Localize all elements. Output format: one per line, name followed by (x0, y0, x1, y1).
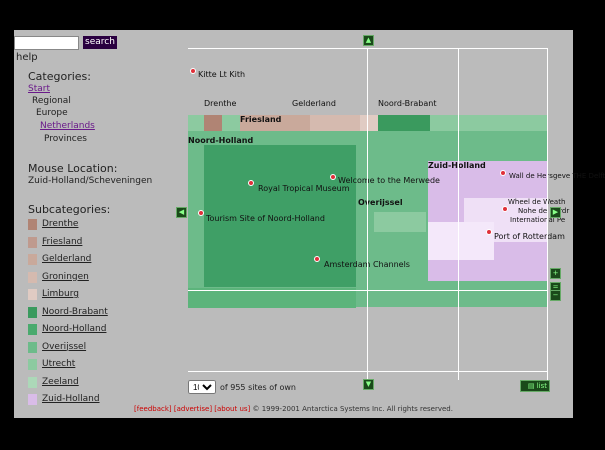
province-drenthe[interactable] (204, 115, 222, 133)
site-marker[interactable] (198, 210, 204, 216)
site-marker[interactable] (314, 256, 320, 262)
zoom-in-icon[interactable]: + (550, 268, 561, 279)
label-noord-brabant: Noord-Brabant (378, 99, 437, 108)
subcategory-link[interactable]: Gelderland (42, 254, 92, 264)
footer-link-advertise[interactable]: [advertise] (173, 405, 213, 413)
category-regional: Regional (32, 96, 71, 106)
subcategory-link[interactable]: Zeeland (42, 376, 79, 387)
help-link[interactable]: help (16, 52, 38, 63)
site-label[interactable]: Amsterdam Channels (324, 260, 410, 269)
site-label[interactable]: Royal Tropical Museum (258, 184, 350, 193)
subcategory-swatch (28, 376, 37, 388)
grid-horizontal (188, 48, 548, 49)
subcategory-swatch (28, 394, 37, 405)
label-drenthe: Drenthe (204, 99, 237, 108)
site-marker[interactable] (330, 174, 336, 180)
subcategory-link[interactable]: Limburg (42, 289, 79, 299)
zuid-holland-subarea-2[interactable] (428, 222, 494, 260)
site-label[interactable]: Port of Rotterdam (494, 232, 565, 241)
site-marker[interactable] (248, 180, 254, 186)
grid-vertical (547, 48, 548, 380)
site-label[interactable]: Wall de Hersgeve THE Delft (509, 172, 605, 180)
grid-vertical (458, 48, 459, 380)
search-input[interactable] (14, 36, 79, 50)
mouse-location-value: Zuid-Holland/Scheveningen (28, 176, 153, 186)
categories-header: Categories: (28, 70, 91, 83)
label-overijssel: Overijssel (358, 198, 403, 207)
category-start[interactable]: Start (28, 84, 50, 94)
province-noord-brabant[interactable] (378, 115, 430, 133)
copyright: © 1999-2001 Antarctica Systems Inc. All … (252, 405, 453, 413)
label-zuid-holland: Zuid-Holland (428, 161, 486, 170)
subcategory-swatch (28, 324, 37, 335)
subcategory-link[interactable]: Drenthe (42, 219, 79, 229)
label-friesland: Friesland (240, 115, 282, 124)
label-noord-holland: Noord-Holland (188, 136, 254, 145)
subcategory-swatch (28, 219, 37, 230)
map-site-marker[interactable] (190, 68, 196, 74)
subcategory-link[interactable]: Overijssel (42, 341, 87, 352)
subcategories-header: Subcategories: (28, 203, 111, 216)
map-site-label[interactable]: Kitte Lt Kith (198, 70, 246, 79)
subcategory-link[interactable]: Utrecht (42, 359, 76, 369)
subcategory-swatch (28, 271, 37, 283)
province-friesland[interactable] (240, 115, 310, 133)
per-page-select[interactable]: 10 (188, 380, 216, 394)
subcategory-swatch (28, 359, 37, 370)
mouse-location-header: Mouse Location: (28, 162, 118, 175)
site-label[interactable]: Tourism Site of Noord-Holland (206, 214, 325, 223)
grid-horizontal (188, 290, 548, 291)
subcategory-swatch (28, 236, 37, 248)
pan-right-icon[interactable]: ▶ (550, 207, 561, 218)
subcategory-link[interactable]: Noord-Brabant (42, 306, 108, 317)
subcategory-swatch (28, 306, 37, 318)
site-label[interactable]: International Pe (510, 216, 566, 224)
pager-text: of 955 sites of own (220, 383, 296, 392)
site-label[interactable]: Nohe de Dordr (518, 207, 570, 215)
site-label[interactable]: Wheel de Weath (508, 198, 566, 206)
zoom-out-icon[interactable]: − (550, 290, 561, 301)
subcategory-link[interactable]: Noord-Holland (42, 324, 107, 334)
map-view[interactable]: Kitte Lt Kith Drenthe Friesland Gelderla… (188, 48, 605, 380)
label-gelderland: Gelderland (292, 99, 336, 108)
site-marker[interactable] (500, 170, 506, 176)
pan-down-icon[interactable]: ▼ (363, 379, 374, 390)
footer-link-feedback[interactable]: [feedback] (134, 405, 172, 413)
category-provinces: Provinces (44, 134, 87, 144)
province-limburg[interactable] (360, 115, 378, 133)
footer-link-about[interactable]: [about us] (214, 405, 251, 413)
site-label[interactable]: Welcome to the Merwede (338, 176, 440, 185)
province-utrecht[interactable] (374, 212, 426, 232)
list-icon: ▤ (527, 382, 535, 390)
category-europe: Europe (36, 108, 68, 118)
site-marker[interactable] (502, 206, 508, 212)
subcategory-swatch (28, 289, 37, 300)
app-frame: search help Categories: Start Regional E… (14, 30, 605, 418)
subcategory-link[interactable]: Friesland (42, 236, 83, 247)
crosshair-vertical (367, 48, 368, 380)
grid-horizontal (188, 371, 548, 372)
list-view-button[interactable]: ▤ list (520, 380, 550, 392)
search-button[interactable]: search (83, 36, 117, 49)
province-zeeland[interactable] (188, 288, 356, 308)
subcategory-link[interactable]: Groningen (42, 271, 89, 282)
site-marker[interactable] (486, 229, 492, 235)
footer: [feedback] [advertise] [about us] © 1999… (14, 405, 573, 413)
pan-left-icon[interactable]: ◀ (176, 207, 187, 218)
pan-up-icon[interactable]: ▲ (363, 35, 374, 46)
category-netherlands[interactable]: Netherlands (40, 121, 95, 131)
province-noord-holland[interactable] (204, 145, 356, 287)
subcategory-swatch (28, 341, 37, 353)
subcategory-link[interactable]: Zuid-Holland (42, 394, 100, 404)
subcategory-swatch (28, 254, 37, 265)
list-label: list (536, 382, 547, 390)
province-gelderland[interactable] (310, 115, 360, 133)
